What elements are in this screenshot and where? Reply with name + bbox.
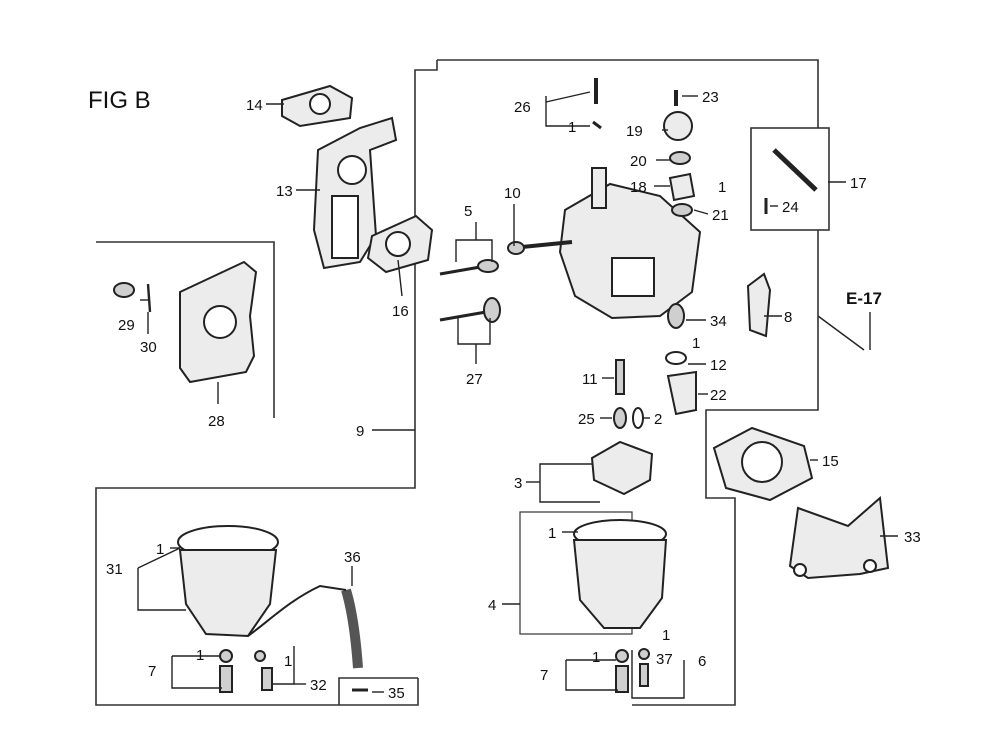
callout-1-near-31: 1 bbox=[156, 541, 164, 558]
part-29 bbox=[113, 282, 135, 298]
flange-15-port bbox=[741, 441, 783, 483]
bolt-7l bbox=[219, 665, 233, 693]
callout-11: 11 bbox=[582, 371, 598, 388]
callout-3: 3 bbox=[514, 475, 522, 492]
callout-30: 30 bbox=[140, 339, 157, 356]
callout-23: 23 bbox=[702, 89, 719, 106]
callout-1-near-7-right: 1 bbox=[592, 649, 600, 666]
figure-title: FIG B bbox=[88, 87, 151, 114]
callout-29: 29 bbox=[118, 317, 135, 334]
washer-1-26 bbox=[592, 120, 602, 130]
callout-24: 24 bbox=[782, 199, 799, 216]
float-bowl-4 bbox=[572, 539, 668, 629]
callout-16: 16 bbox=[392, 303, 409, 320]
callout-14: 14 bbox=[246, 97, 263, 114]
callout-1-near-4: 1 bbox=[548, 525, 556, 542]
callout-22: 22 bbox=[710, 387, 727, 404]
washer-1-7r bbox=[615, 649, 629, 663]
callout-31: 31 bbox=[106, 561, 123, 578]
gasket-16-port bbox=[385, 231, 411, 257]
callout-1-near-34: 1 bbox=[692, 335, 700, 352]
jet-34 bbox=[667, 303, 685, 329]
o-ring-2 bbox=[632, 407, 644, 429]
bolt-22 bbox=[666, 370, 697, 416]
callout-36: 36 bbox=[344, 549, 361, 566]
main-carburetor-box bbox=[437, 59, 819, 128]
callout-27: 27 bbox=[466, 371, 483, 388]
callout-15: 15 bbox=[822, 453, 839, 470]
callout-32: 32 bbox=[310, 677, 327, 694]
washer-1-32 bbox=[254, 650, 266, 662]
insulator-13-slot bbox=[331, 195, 359, 259]
float-3 bbox=[590, 440, 654, 496]
callout-17: 17 bbox=[850, 175, 867, 192]
reference-label-e17: E-17 bbox=[846, 289, 882, 308]
callout-7-right: 7 bbox=[540, 667, 548, 684]
insulator-13-port bbox=[337, 155, 367, 185]
callout-25: 25 bbox=[578, 411, 595, 428]
tube-connector bbox=[247, 584, 347, 637]
callout-10: 10 bbox=[504, 185, 521, 202]
callout-8: 8 bbox=[784, 309, 792, 326]
callout-1-near-26: 1 bbox=[568, 119, 576, 136]
valve-18 bbox=[668, 172, 696, 202]
callout-34: 34 bbox=[710, 313, 727, 330]
callout-9: 9 bbox=[356, 423, 364, 440]
choke-rod-box bbox=[750, 127, 830, 231]
bolt-7r bbox=[615, 665, 629, 693]
drain-screw-32 bbox=[261, 667, 273, 691]
main-box-right bbox=[632, 230, 819, 706]
cover-19 bbox=[663, 111, 693, 141]
callout-18: 18 bbox=[630, 179, 647, 196]
lever-8 bbox=[746, 272, 772, 338]
callout-13: 13 bbox=[276, 183, 293, 200]
callout-7-left: 7 bbox=[148, 663, 156, 680]
washer-1-7l bbox=[219, 649, 233, 663]
part-30 bbox=[146, 283, 152, 313]
callout-5: 5 bbox=[464, 203, 472, 220]
washer-1-6 bbox=[638, 648, 650, 660]
callout-37: 37 bbox=[656, 651, 673, 668]
nozzle-11 bbox=[615, 359, 625, 395]
callout-20: 20 bbox=[630, 153, 647, 170]
carburetor-lever bbox=[591, 167, 607, 209]
ring-21 bbox=[671, 203, 693, 217]
callout-6: 6 bbox=[698, 653, 706, 670]
choke-rod-17 bbox=[772, 148, 818, 192]
callout-4: 4 bbox=[488, 597, 496, 614]
screw-27 bbox=[439, 310, 487, 322]
gasket-14-port bbox=[309, 93, 331, 115]
bracket-28-port bbox=[203, 305, 237, 339]
callout-1-near-7-left: 1 bbox=[196, 647, 204, 664]
callout-26: 26 bbox=[514, 99, 531, 116]
spring-27 bbox=[483, 297, 501, 323]
fuel-cut-box bbox=[96, 241, 275, 418]
carburetor-throat bbox=[611, 257, 655, 297]
callout-33: 33 bbox=[904, 529, 921, 546]
callout-1-near-32: 1 bbox=[284, 653, 292, 670]
bracket-33-hole-right bbox=[863, 559, 877, 573]
ring-20 bbox=[669, 151, 691, 165]
reference-leader-2 bbox=[817, 315, 865, 351]
callout-21: 21 bbox=[712, 207, 729, 224]
lower-bowl-box bbox=[338, 677, 418, 705]
spring-25 bbox=[613, 407, 627, 429]
callout-12: 12 bbox=[710, 357, 727, 374]
gasket-12 bbox=[665, 351, 687, 365]
spring-10 bbox=[507, 241, 525, 255]
float-bowl-31 bbox=[178, 549, 278, 638]
main-box-left bbox=[95, 60, 438, 706]
callout-2: 2 bbox=[654, 411, 662, 428]
callout-19: 19 bbox=[626, 123, 643, 140]
fuel-tube-36 bbox=[341, 588, 363, 669]
callout-35: 35 bbox=[388, 685, 405, 702]
leader-lines bbox=[137, 91, 898, 699]
spring-5 bbox=[477, 259, 499, 273]
callout-1-near-18: 1 bbox=[718, 179, 726, 196]
bracket-33-hole-left bbox=[793, 563, 807, 577]
callout-28: 28 bbox=[208, 413, 225, 430]
screw-6 bbox=[639, 663, 649, 687]
callout-1-near-6: 1 bbox=[662, 627, 670, 644]
